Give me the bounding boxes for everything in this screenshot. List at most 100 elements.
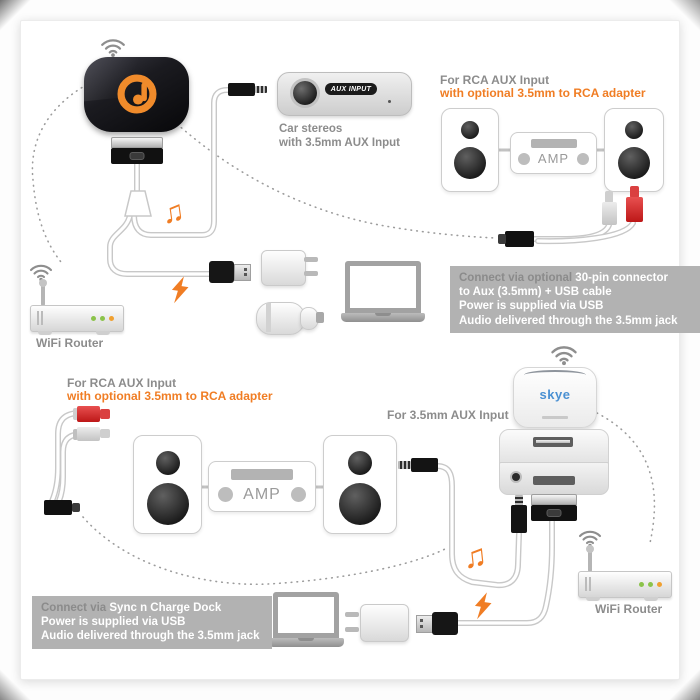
speaker-woofer	[339, 483, 381, 525]
speaker-tweeter	[461, 121, 479, 139]
aux-input-panel-label: AUX INPUT	[325, 83, 377, 95]
router-led	[91, 316, 96, 321]
info-line: Audio delivered through the 3.5mm jack	[41, 630, 260, 643]
rca-section-title-bottom: For RCA AUX Input with optional 3.5mm to…	[67, 377, 273, 403]
info-line: to Aux (3.5mm) + USB cable	[459, 286, 612, 299]
router-ridge	[41, 311, 43, 325]
router-led	[100, 316, 105, 321]
section-title: For RCA AUX Input	[67, 376, 177, 390]
charger-tip	[316, 312, 324, 323]
speaker	[133, 435, 202, 534]
stereo-screw	[388, 100, 391, 103]
router-led	[657, 582, 662, 587]
section-subtitle: with optional 3.5mm to RCA adapter	[67, 389, 273, 403]
section-title: For RCA AUX Input	[440, 73, 550, 87]
router-ridge	[585, 577, 587, 591]
brand-logo-icon	[117, 74, 157, 114]
router-body	[578, 571, 672, 598]
router-foot	[644, 597, 658, 601]
airplay-receiver-device	[84, 57, 189, 132]
info-prefix: Connect via optional	[459, 272, 576, 284]
certification-marks	[542, 416, 568, 419]
amp-label: AMP	[537, 151, 570, 166]
section-subtitle: with optional 3.5mm to RCA adapter	[440, 86, 646, 100]
speaker	[323, 435, 397, 534]
rca-jack	[505, 231, 534, 247]
skye-receiver-device: skye	[513, 367, 597, 428]
lightning-icon	[171, 276, 189, 304]
info-prefix: Connect via	[41, 602, 110, 614]
wifi-router: WiFi Router	[24, 262, 134, 352]
rca-plug-tip	[100, 409, 110, 419]
rca-plug-tip	[630, 186, 639, 198]
speaker	[441, 108, 499, 192]
connector-metal-edge	[111, 137, 163, 148]
wifi-icon	[551, 346, 577, 366]
amp-display	[530, 139, 577, 148]
amp-knob	[518, 153, 530, 165]
info-box-top: Connect via optional 30-pin connector to…	[450, 266, 700, 333]
dock-aux-hole	[512, 473, 520, 481]
router-body	[30, 305, 124, 332]
info-line: Audio delivered through the 3.5mm jack	[459, 314, 678, 327]
router-ridge	[37, 311, 39, 325]
aux-section-title: For 3.5mm AUX Input	[387, 408, 509, 422]
rca-jack-opening	[72, 503, 80, 512]
router-label: WiFi Router	[595, 602, 663, 616]
caption-line: Car stereos	[279, 123, 343, 135]
info-highlight: Sync n Charge Dock	[109, 602, 222, 614]
speaker	[604, 108, 664, 192]
rca-plug-tip	[605, 191, 613, 203]
router-led	[648, 582, 653, 587]
router-foot	[586, 597, 600, 601]
cable-strain-relief	[124, 190, 152, 217]
info-line: Power is supplied via USB	[459, 300, 604, 313]
amp-unit: AMP	[510, 132, 597, 174]
speaker-woofer	[146, 483, 189, 525]
speaker-tweeter	[625, 121, 643, 139]
info-line: Power is supplied via USB	[41, 616, 186, 629]
skye-logo: skye	[539, 387, 571, 402]
connector-body	[531, 505, 577, 521]
speaker-woofer	[618, 147, 650, 179]
rca-plug-white	[602, 202, 617, 225]
speaker-tweeter	[155, 451, 180, 475]
wifi-router: WiFi Router	[572, 528, 682, 618]
router-foot	[96, 331, 110, 335]
music-note-icon: ♫	[461, 536, 489, 576]
router-antenna	[586, 545, 594, 572]
rca-jack	[44, 500, 72, 515]
amp-unit: AMP	[208, 461, 316, 512]
amp-knob	[577, 153, 589, 165]
amp-label: AMP	[243, 486, 281, 503]
amp-knob	[218, 487, 233, 502]
rca-jack-opening	[498, 234, 506, 244]
rca-plug-red	[626, 197, 643, 222]
rca-plug-white	[77, 427, 100, 441]
speaker-tweeter	[348, 451, 372, 475]
connector-metal-edge	[531, 494, 577, 505]
rca-plug-tip	[100, 429, 110, 438]
connector-body	[111, 148, 163, 164]
router-ridge	[589, 577, 591, 591]
music-note-icon: ♫	[159, 194, 187, 231]
info-line: Connect via optional 30-pin connector	[459, 271, 695, 285]
30-pin-connector	[531, 494, 577, 521]
amp-knob	[291, 487, 306, 502]
amp-display	[231, 469, 293, 480]
speaker-woofer	[454, 147, 486, 179]
charger-ring	[266, 303, 271, 332]
rca-collar	[73, 429, 78, 440]
wifi-icon	[101, 39, 125, 57]
router-led	[109, 316, 114, 321]
router-led	[639, 582, 644, 587]
router-label: WiFi Router	[36, 336, 104, 350]
lightning-icon	[474, 592, 492, 620]
rca-collar	[73, 408, 78, 420]
rca-plug-red	[77, 406, 100, 422]
info-highlight: 30-pin connector	[575, 272, 668, 284]
caption-line: with 3.5mm AUX Input	[279, 136, 400, 149]
rca-section-title-top: For RCA AUX Input with optional 3.5mm to…	[440, 74, 646, 100]
